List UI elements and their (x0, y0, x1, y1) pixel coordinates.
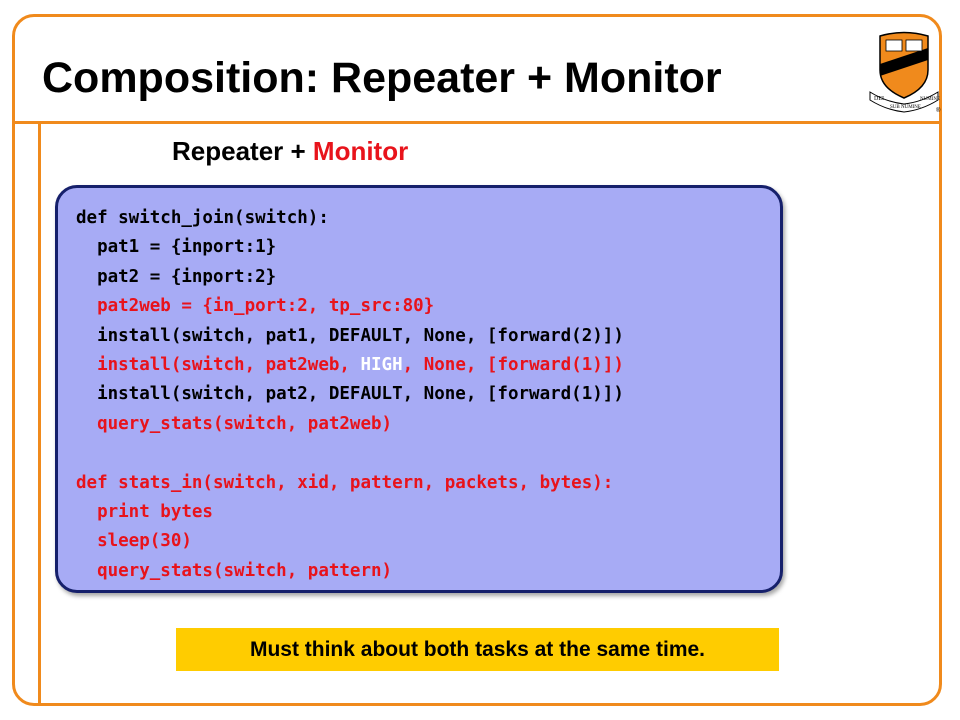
code-line-highlight: query_stats(switch, pat2web) (76, 413, 393, 434)
title-divider (12, 121, 942, 124)
subtitle-repeater: Repeater + (172, 136, 313, 166)
subtitle-monitor: Monitor (312, 136, 409, 166)
note-banner: Must think about both tasks at the same … (176, 628, 779, 671)
slide-title: Composition: Repeater + Monitor (42, 54, 722, 102)
logo-text-right: NUMINE (920, 97, 940, 102)
logo-text-left: DEI (874, 96, 884, 102)
code-line-highlight: pat2web = {in_port:2, tp_src:80} (76, 296, 435, 317)
code-line-highlight: sleep(30) (76, 531, 192, 552)
left-rule (38, 121, 41, 706)
code-box: def switch_join(switch): pat1 = {inport:… (55, 185, 783, 593)
slide-subtitle: Repeater + Monitor (172, 136, 408, 167)
code-line: install(switch, pat1, DEFAULT, None, [fo… (76, 325, 624, 346)
code-priority-keyword: HIGH (360, 355, 403, 376)
code-line-highlight: query_stats(switch, pattern) (76, 560, 393, 581)
code-line-highlight: def stats_in(switch, xid, pattern, packe… (76, 472, 614, 493)
code-block: def switch_join(switch): pat1 = {inport:… (76, 204, 624, 586)
princeton-shield-logo: DEI SUB NUMINE NUMINE ® (869, 31, 941, 114)
code-line: install(switch, pat2, DEFAULT, None, [fo… (76, 384, 624, 405)
slide-frame (12, 14, 942, 706)
logo-text-bottom: SUB NUMINE (890, 105, 921, 110)
code-line: pat1 = {inport:1} (76, 237, 277, 258)
logo-registered-mark: ® (936, 107, 941, 114)
code-line: pat2 = {inport:2} (76, 266, 277, 287)
code-line-highlight: , None, [forward(1)]) (402, 355, 624, 376)
code-line: def switch_join(switch): (76, 208, 329, 228)
code-line-highlight: print bytes (76, 502, 213, 523)
code-line-highlight: install(switch, pat2web, (76, 355, 361, 376)
